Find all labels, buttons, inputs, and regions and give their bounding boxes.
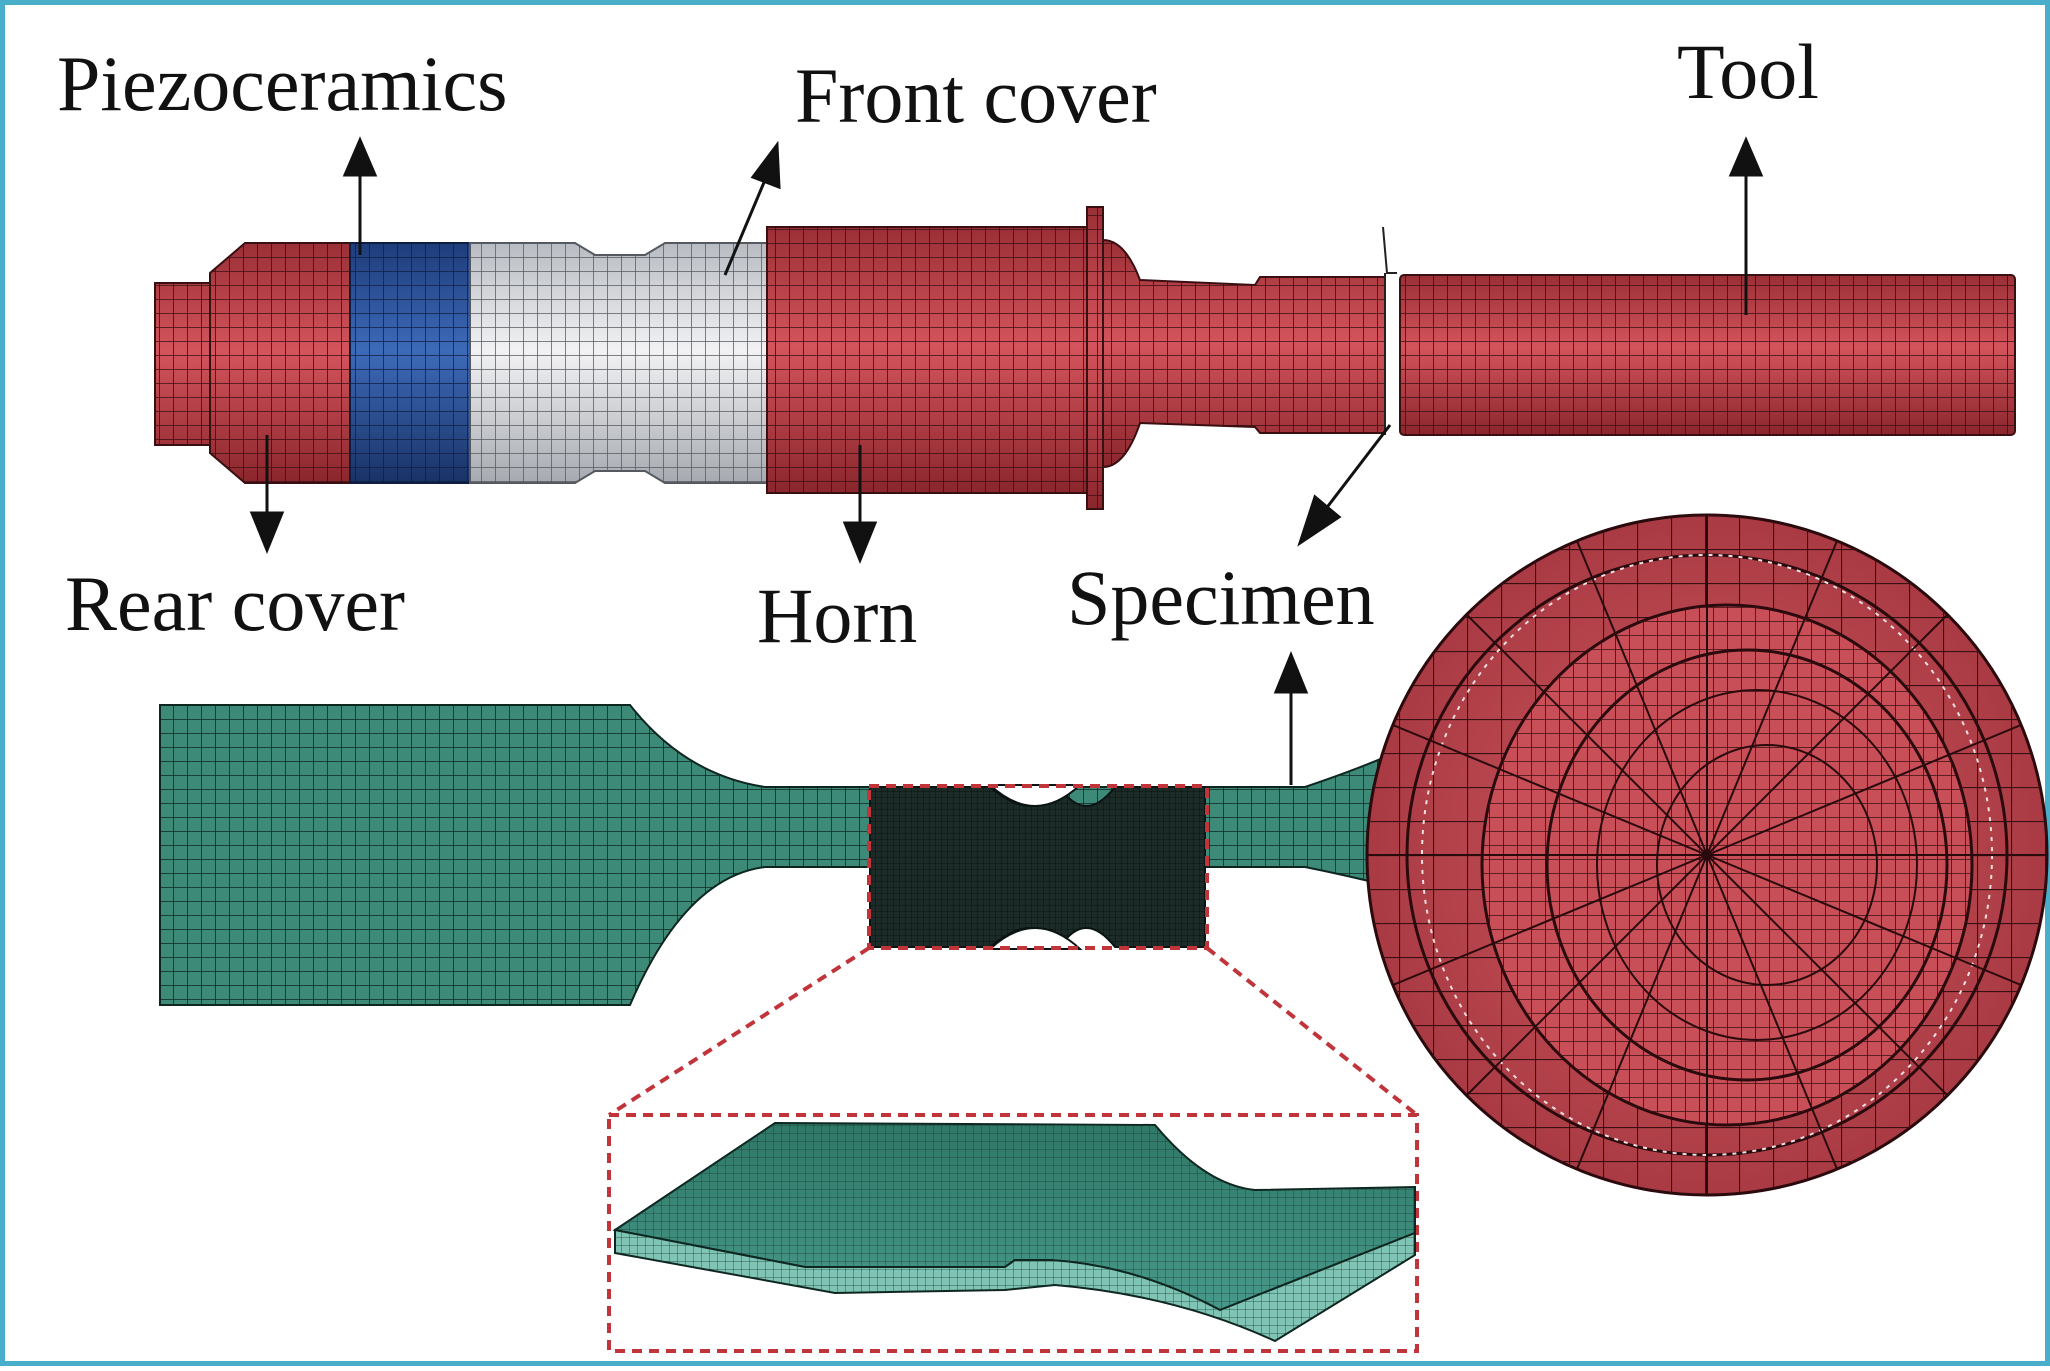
arrow-specimen-top bbox=[1297, 494, 1342, 547]
label-rear-cover: Rear cover bbox=[65, 560, 405, 647]
horn-part bbox=[766, 206, 1386, 510]
callout-arrows bbox=[249, 136, 1764, 785]
arrow-piezoceramics bbox=[342, 136, 378, 177]
label-front-cover: Front cover bbox=[795, 52, 1157, 139]
arrow-horn bbox=[842, 521, 878, 564]
arrow-rear-cover bbox=[249, 511, 285, 554]
zoom-callout bbox=[607, 946, 1419, 1353]
label-tool: Tool bbox=[1677, 28, 1819, 115]
transducer-assembly bbox=[154, 206, 2016, 510]
fea-model-illustration bbox=[154, 136, 2049, 1353]
specimen-3d-view bbox=[612, 1121, 1416, 1343]
label-horn: Horn bbox=[757, 572, 918, 659]
tool-end-disk bbox=[1365, 513, 2049, 1197]
tool-part bbox=[1399, 274, 2016, 436]
arrow-specimen-bottom bbox=[1273, 651, 1309, 694]
zoom-selection-box bbox=[867, 784, 1209, 950]
refined-mesh-zone bbox=[869, 785, 1206, 949]
arrow-tool bbox=[1728, 136, 1764, 177]
arrow-front-cover bbox=[750, 140, 781, 190]
label-piezoceramics: Piezoceramics bbox=[57, 40, 508, 127]
zoom-detail-box bbox=[607, 1113, 1419, 1353]
label-specimen: Specimen bbox=[1067, 554, 1375, 641]
specimen-mesh bbox=[159, 704, 1386, 1006]
front-cover-part bbox=[469, 242, 768, 484]
piezoceramics-part bbox=[349, 242, 471, 484]
rear-cover-part bbox=[154, 242, 351, 484]
